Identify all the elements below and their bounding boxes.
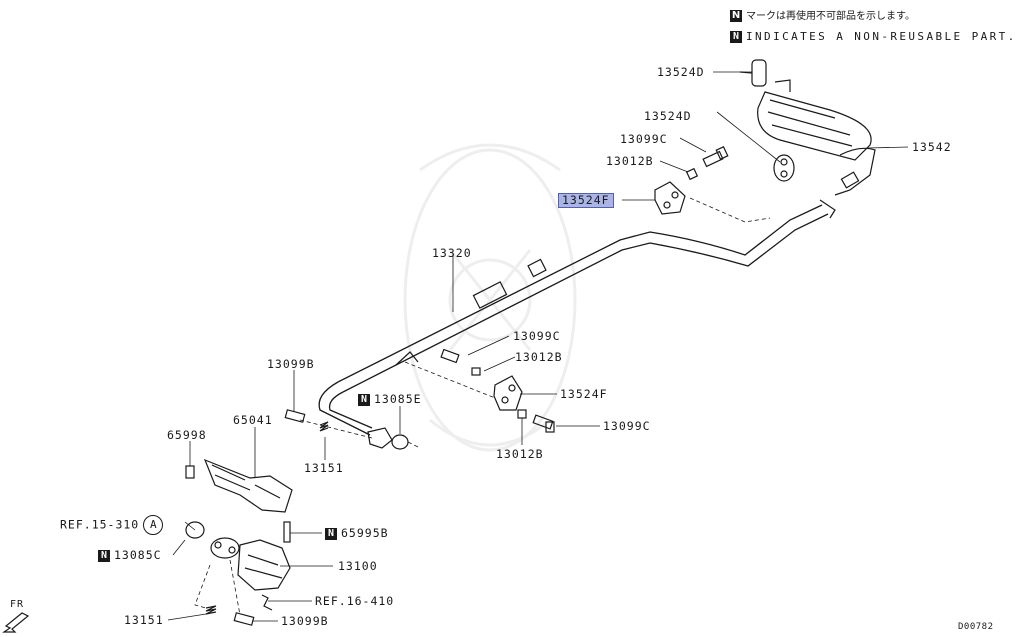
front-arrow-icon	[2, 612, 30, 633]
collar-13012B-mid	[471, 367, 481, 376]
label-13524D-top[interactable]: 13524D	[657, 65, 705, 79]
notice-english: N INDICATES A NON-REUSABLE PART.	[730, 30, 1017, 44]
hanger-13524F-top	[654, 181, 686, 215]
bolt-13099C-mid	[440, 348, 460, 364]
label-13542[interactable]: 13542	[912, 140, 952, 154]
label-65995B-text: 65995B	[341, 526, 389, 540]
label-65998[interactable]: 65998	[167, 428, 207, 442]
label-13151-mid[interactable]: 13151	[304, 461, 344, 475]
label-13099C-right[interactable]: 13099C	[603, 419, 651, 433]
non-reusable-badge-icon: N	[730, 31, 742, 43]
collar-13012B-low	[517, 409, 527, 419]
bolt-13099C-top	[702, 145, 729, 168]
label-ref-16-410[interactable]: REF.16-410	[315, 594, 395, 608]
watermark-logo	[403, 143, 577, 452]
label-65041[interactable]: 65041	[233, 413, 273, 427]
gasket-13085E	[391, 434, 409, 450]
notice-english-text: INDICATES A NON-REUSABLE PART.	[746, 30, 1017, 43]
hanger-13524F-mid	[493, 375, 523, 411]
label-13524F-mid[interactable]: 13524F	[560, 387, 608, 401]
main-pipe-13320	[318, 199, 836, 436]
label-13524F-top-highlighted[interactable]: 13524F	[558, 193, 614, 208]
label-13012B-low[interactable]: 13012B	[496, 447, 544, 461]
diagram-code: D00782	[958, 622, 994, 632]
leader-lines	[167, 71, 909, 622]
heat-protector-65041	[203, 458, 293, 513]
stud-65995B	[283, 521, 291, 543]
label-13012B-top[interactable]: 13012B	[606, 154, 654, 168]
collar-13012B-top	[685, 167, 699, 181]
bolt-13099C-right	[532, 414, 555, 433]
notice-japanese-text: マークは再使用不可部品を示します。	[746, 11, 915, 22]
label-13085C[interactable]: N 13085C	[98, 549, 162, 562]
label-13085E[interactable]: N 13085E	[358, 393, 422, 406]
muffler-13542	[757, 79, 876, 196]
catalytic-converter-13100	[210, 537, 291, 591]
label-13099C-top[interactable]: 13099C	[620, 132, 668, 146]
label-13012B-mid[interactable]: 13012B	[515, 350, 563, 364]
label-13151-low[interactable]: 13151	[124, 613, 164, 627]
spring-13151-mid	[319, 421, 329, 432]
circle-a-marker: A	[143, 515, 164, 535]
non-reusable-badge-icon: N	[730, 10, 742, 22]
non-reusable-badge-icon: N	[98, 549, 110, 562]
label-13099B-low[interactable]: 13099B	[281, 614, 329, 628]
front-direction-label: FR	[10, 599, 25, 610]
spring-13151-low	[205, 605, 217, 615]
bolt-13099B-low	[233, 612, 255, 626]
label-13524D-mid[interactable]: 13524D	[644, 109, 692, 123]
label-13085E-text: 13085E	[374, 392, 422, 406]
ref-15-310-text: REF.15-310	[60, 517, 140, 532]
label-13099C-mid[interactable]: 13099C	[513, 329, 561, 343]
hanger-13524D-mid	[773, 154, 795, 182]
notice-japanese: N マークは再使用不可部品を示します。	[730, 10, 915, 24]
label-13320[interactable]: 13320	[432, 246, 472, 260]
bolt-13099B-top	[284, 409, 306, 423]
ref-16-410-part	[261, 594, 273, 611]
pipe-flange	[367, 427, 393, 449]
hanger-13524D-top	[739, 59, 767, 87]
label-13100[interactable]: 13100	[338, 559, 378, 573]
non-reusable-badge-icon: N	[325, 527, 337, 540]
label-65995B[interactable]: N 65995B	[325, 527, 389, 540]
non-reusable-badge-icon: N	[358, 393, 370, 406]
label-13099B-top[interactable]: 13099B	[267, 357, 315, 371]
gasket-13085C	[185, 521, 205, 539]
label-13085C-text: 13085C	[114, 548, 162, 562]
bolt-65998	[185, 465, 195, 479]
